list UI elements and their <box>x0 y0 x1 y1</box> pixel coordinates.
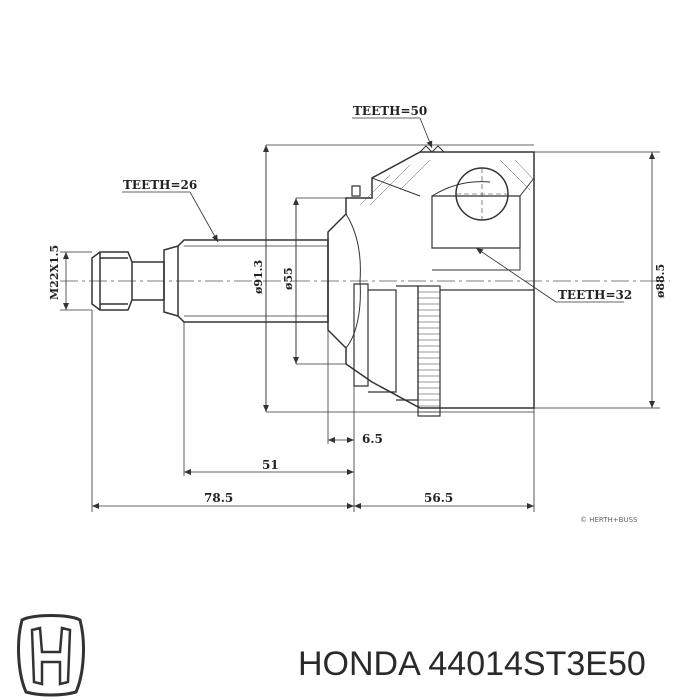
part-caption: HONDA 44014ST3E50 <box>298 634 698 694</box>
shaft-outline <box>91 145 535 409</box>
teeth-50-label: TEETH=50 <box>353 104 427 118</box>
honda-logo <box>17 614 85 697</box>
abs-tone-ring <box>417 285 441 417</box>
cv-joint-technical-drawing: TEETH=50 TEETH=26 TEETH=32 M22X1.5 ø91.3… <box>48 104 670 524</box>
part-number: 44014ST3E50 <box>428 645 646 683</box>
teeth-32-label: TEETH=32 <box>558 288 632 302</box>
dim-6-5-label: 6.5 <box>362 432 383 446</box>
dia-91-3-label: ø91.3 <box>252 260 265 294</box>
section-hatching <box>359 159 535 206</box>
dim-78-5-label: 78.5 <box>204 491 233 505</box>
teeth-26-label: TEETH=26 <box>123 178 197 192</box>
brand-name: HONDA <box>298 645 419 683</box>
thread-label: M22X1.5 <box>48 245 61 300</box>
dim-56-5-label: 56.5 <box>424 491 453 505</box>
dim-51-label: 51 <box>262 458 279 472</box>
dia-88-5-label: ø88.5 <box>654 264 667 298</box>
credit-label: © HERTH+BUSS <box>580 516 638 524</box>
dia-55-label: ø55 <box>282 267 295 290</box>
body-lower-profile <box>353 283 534 401</box>
dimension-lines <box>60 117 660 512</box>
